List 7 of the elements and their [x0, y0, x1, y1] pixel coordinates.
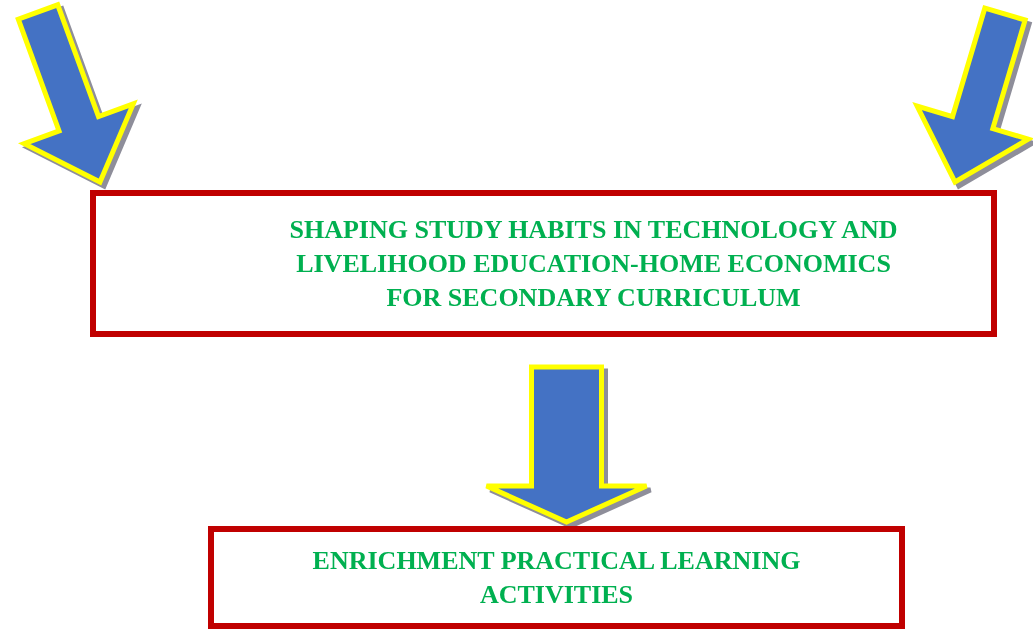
box-text: ENRICHMENT PRACTICAL LEARNING ACTIVITIES: [311, 544, 802, 611]
block-arrow: [912, 4, 1033, 186]
process-box: [90, 190, 997, 337]
box-text: SHAPING STUDY HABITS IN TECHNOLOGY AND LIVELIHOOD EDUCATION-HOME ECONOMICS FOR SECONDARY CURRICULUM: [288, 213, 899, 314]
process-box: [208, 526, 905, 629]
block-arrow: [15, 1, 138, 186]
block-arrow: [484, 364, 649, 525]
